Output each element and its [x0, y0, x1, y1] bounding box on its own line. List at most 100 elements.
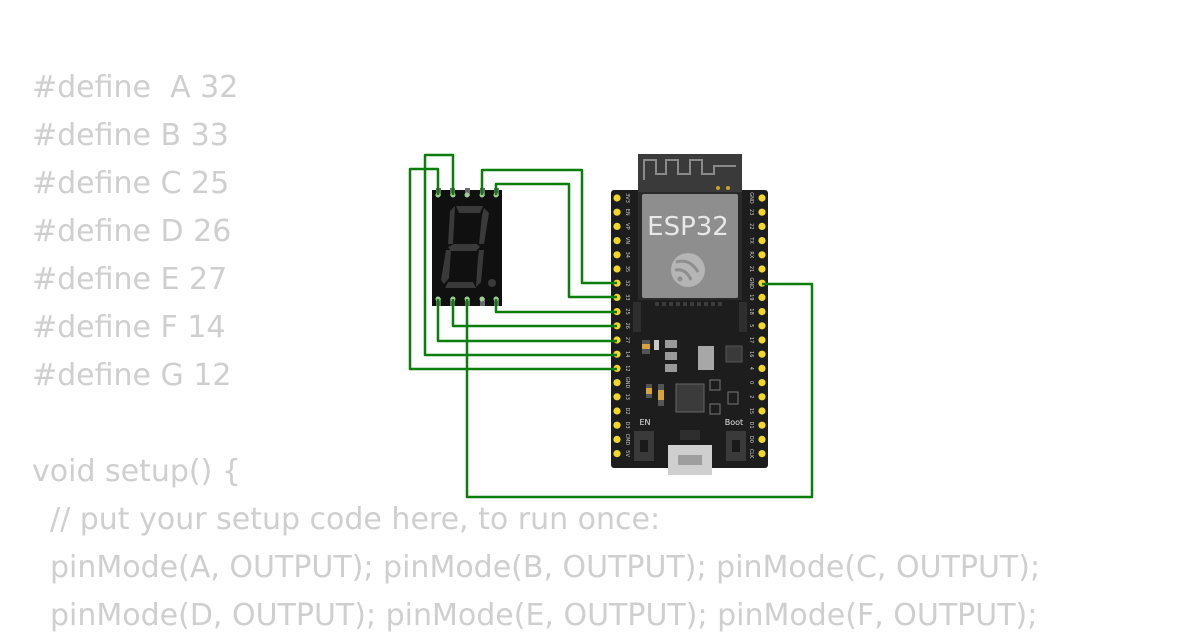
- left-pin-gnd[interactable]: [613, 379, 621, 387]
- left-pin-vp[interactable]: [613, 222, 621, 230]
- right-pin-gnd[interactable]: [758, 194, 766, 202]
- segment-f: [448, 206, 455, 244]
- left-pin-label: 35: [624, 266, 630, 272]
- right-pin-d0[interactable]: [758, 435, 766, 443]
- usb-port: [668, 430, 712, 475]
- wire-d: [451, 299, 617, 328]
- right-pin-0[interactable]: [758, 379, 766, 387]
- right-pin-label: 16: [748, 351, 754, 357]
- left-pin-label: 25: [624, 308, 630, 314]
- left-pin-label: 14: [624, 351, 630, 357]
- right-pin-label: 17: [748, 337, 754, 343]
- right-pin-23[interactable]: [758, 208, 766, 216]
- left-pin-3v3[interactable]: [613, 194, 621, 202]
- right-pin-17[interactable]: [758, 336, 766, 344]
- wire-b: [494, 182, 617, 299]
- boot-label: Boot: [725, 418, 743, 427]
- left-pin-label: 3V3: [624, 193, 630, 203]
- left-pin-label: VN: [624, 237, 630, 244]
- code-line: #define D 26: [32, 214, 232, 249]
- seven-segment-display[interactable]: [432, 188, 502, 306]
- left-pin-label: D3: [624, 422, 630, 429]
- left-pin-cmd[interactable]: [613, 435, 621, 443]
- esp32-board[interactable]: ESP32: [611, 154, 768, 475]
- right-pin-label: 5: [748, 324, 754, 327]
- left-pin-label: GND: [624, 377, 630, 389]
- right-pin-label: D0: [748, 436, 754, 443]
- segment-b: [479, 208, 489, 244]
- segment-dp: [488, 279, 496, 287]
- left-pin-label: 34: [624, 252, 630, 258]
- code-line: void setup() {: [32, 454, 241, 489]
- wire-gnd: [465, 282, 814, 499]
- left-pin-d2[interactable]: [613, 407, 621, 415]
- left-pin-13[interactable]: [613, 393, 621, 401]
- right-pin-label: GND: [748, 277, 754, 289]
- right-pin-d1[interactable]: [758, 421, 766, 429]
- right-pin-label: CLK: [748, 449, 754, 459]
- left-pin-label: 33: [624, 294, 630, 300]
- right-pin-2[interactable]: [758, 393, 766, 401]
- right-pin-label: 4: [748, 367, 754, 370]
- left-pin-35[interactable]: [613, 265, 621, 273]
- right-pin-label: TX: [748, 236, 754, 244]
- code-line: #define F 14: [32, 310, 226, 345]
- right-pin-19[interactable]: [758, 293, 766, 301]
- right-pin-label: 22: [748, 223, 754, 229]
- code-line: #define G 12: [32, 358, 232, 393]
- boot-button[interactable]: [726, 431, 746, 461]
- right-pin-label: 18: [748, 308, 754, 314]
- right-pin-4[interactable]: [758, 364, 766, 372]
- left-pin-5v[interactable]: [613, 450, 621, 458]
- left-pin-label: 12: [624, 365, 630, 371]
- right-pin-clk[interactable]: [758, 450, 766, 458]
- right-pin-tx[interactable]: [758, 237, 766, 245]
- left-pin-label: D2: [624, 407, 630, 414]
- code-line: // put your setup code here, to run once…: [50, 502, 661, 537]
- wire-f: [423, 153, 617, 357]
- chip-label: ESP32: [647, 212, 729, 242]
- left-pin-d3[interactable]: [613, 421, 621, 429]
- left-pin-34[interactable]: [613, 251, 621, 259]
- code-line: pinMode(D, OUTPUT); pinMode(E, OUTPUT); …: [50, 598, 1038, 633]
- right-pin-16[interactable]: [758, 350, 766, 358]
- code-line: #define C 25: [32, 166, 230, 201]
- code-line: #define A 32: [32, 70, 239, 105]
- right-pin-label: 2: [748, 395, 754, 398]
- right-pin-label: D1: [748, 422, 754, 429]
- wire-g: [408, 167, 617, 371]
- wire-a: [480, 168, 617, 285]
- left-pin-label: CMD: [624, 434, 630, 446]
- chip-shield: [642, 194, 738, 298]
- right-pin-rx[interactable]: [758, 251, 766, 259]
- segment-e: [441, 250, 451, 284]
- en-button[interactable]: [634, 431, 654, 461]
- left-pin-vn[interactable]: [613, 237, 621, 245]
- right-pin-15[interactable]: [758, 407, 766, 415]
- left-pin-label: 32: [624, 280, 630, 286]
- right-pin-label: 0: [748, 381, 754, 384]
- left-pin-label: 27: [624, 337, 630, 343]
- segment-a: [456, 206, 483, 213]
- left-pin-label: EN: [624, 209, 630, 216]
- right-pin-label: 15: [748, 408, 754, 414]
- left-pin-en[interactable]: [613, 208, 621, 216]
- right-pin-label: 23: [748, 209, 754, 215]
- left-pin-label: 26: [624, 323, 630, 329]
- right-pin-18[interactable]: [758, 308, 766, 316]
- left-pin-label: 5V: [624, 450, 630, 457]
- digit-segments: [441, 206, 496, 288]
- right-pin-5[interactable]: [758, 322, 766, 330]
- en-label: EN: [639, 418, 650, 427]
- wires: [408, 153, 814, 499]
- left-pin-label: VP: [624, 223, 630, 229]
- left-pin-label: 13: [624, 394, 630, 400]
- right-pin-21[interactable]: [758, 265, 766, 273]
- espressif-logo-icon: [671, 253, 705, 287]
- antenna-trace-icon: [643, 159, 736, 180]
- right-pin-22[interactable]: [758, 222, 766, 230]
- wire-e: [436, 299, 617, 343]
